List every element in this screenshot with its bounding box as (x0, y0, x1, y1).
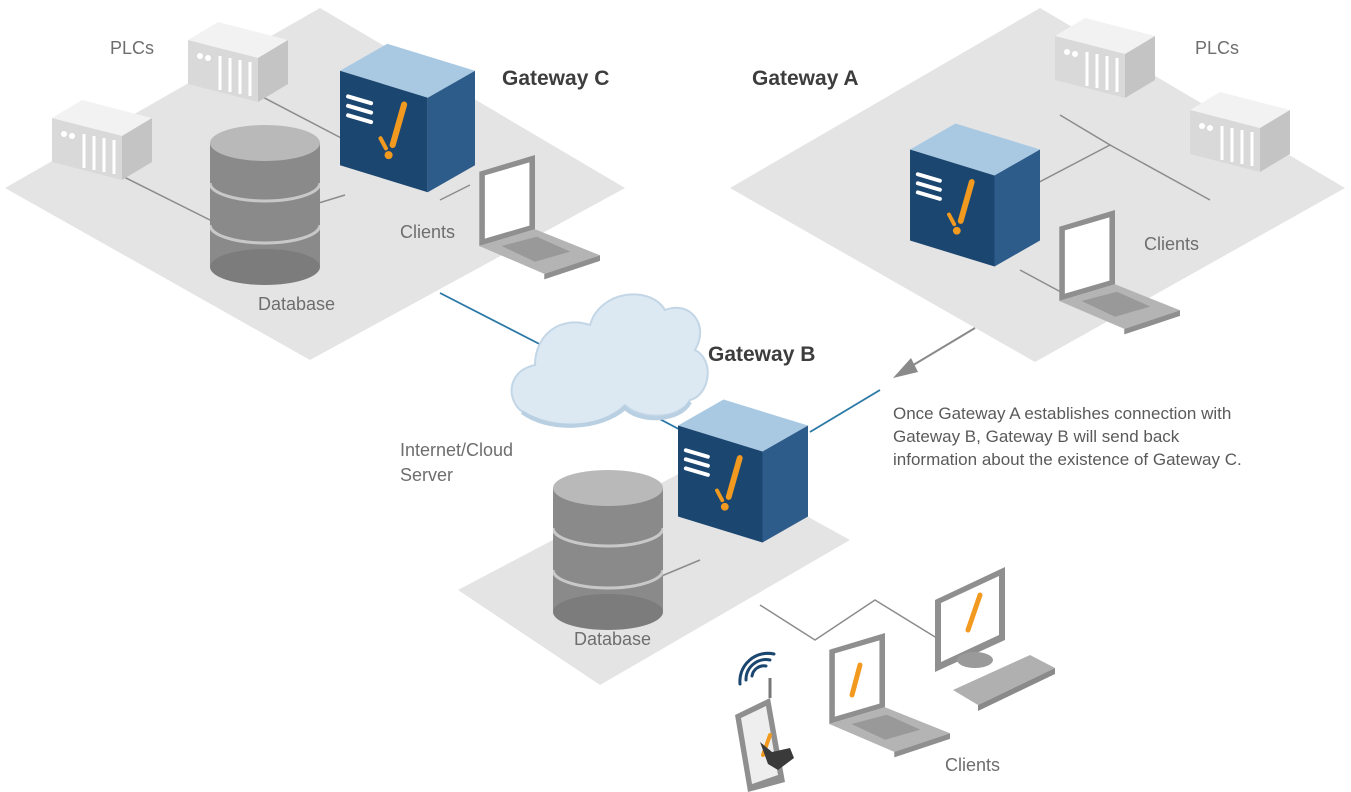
arrow (893, 327, 976, 378)
database-c-label: Database (258, 294, 336, 314)
database-icon (553, 470, 663, 630)
server-icon (678, 400, 808, 543)
database-b-label: Database (574, 629, 652, 649)
server-icon (910, 124, 1040, 267)
note-line-3: information about the existence of Gatew… (893, 450, 1242, 469)
gateway-c-label: Gateway C (502, 67, 610, 90)
plcs-right-label: PLCs (1195, 38, 1240, 58)
desktop-monitor-icon (935, 567, 1055, 711)
clients-c-label: Clients (400, 222, 456, 242)
note-line-2: Gateway B, Gateway B will send back (893, 427, 1180, 446)
wifi-icon (738, 651, 776, 686)
laptop-icon (829, 633, 950, 758)
note-line-1: Once Gateway A establishes connection wi… (893, 404, 1232, 423)
connection-note: Once Gateway A establishes connection wi… (893, 402, 1351, 471)
server-icon (340, 44, 475, 193)
plcs-left-label: PLCs (110, 38, 155, 58)
cloud-label-line2: Server (400, 465, 454, 485)
gateway-b-label: Gateway B (708, 343, 816, 366)
cloud-icon (510, 293, 709, 428)
database-icon (210, 125, 320, 285)
mobile-phone-icon (735, 678, 794, 792)
clients-b-label: Clients (945, 755, 1001, 775)
cloud-label-line1: Internet/Cloud (400, 440, 514, 460)
gateway-a-label: Gateway A (752, 67, 859, 90)
clients-a-label: Clients (1144, 234, 1200, 254)
